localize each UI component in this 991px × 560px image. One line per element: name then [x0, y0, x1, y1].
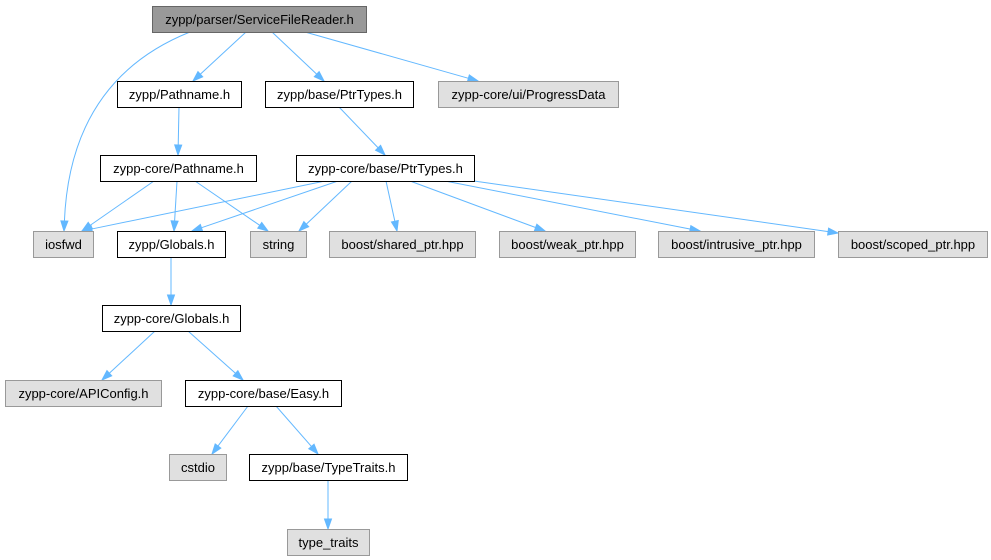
node-iosfwd: iosfwd — [33, 231, 94, 258]
node-box — [102, 305, 241, 332]
node-box — [296, 155, 475, 182]
node-label: zypp-core/base/PtrTypes.h — [308, 161, 463, 176]
node-box — [33, 231, 94, 258]
node-api-config: zypp-core/APIConfig.h — [5, 380, 162, 407]
node-label: zypp-core/APIConfig.h — [18, 386, 148, 401]
node-label: boost/shared_ptr.hpp — [341, 237, 463, 252]
node-label: zypp/Pathname.h — [129, 87, 230, 102]
node-label: zypp-core/Globals.h — [114, 311, 230, 326]
node-core-pathname[interactable]: zypp-core/Pathname.h — [100, 155, 257, 182]
edge-service_file_reader-to-iosfwd — [60, 31, 191, 233]
edge-easy-to-cstdio — [211, 405, 249, 456]
node-box — [100, 155, 257, 182]
node-label: iosfwd — [45, 237, 82, 252]
node-weak-ptr: boost/weak_ptr.hpp — [499, 231, 636, 258]
node-type-traits: type_traits — [287, 529, 370, 556]
node-core-globals[interactable]: zypp-core/Globals.h — [102, 305, 241, 332]
node-box — [5, 380, 162, 407]
edge-pathname-to-core_pathname — [174, 106, 183, 157]
node-label: zypp/Globals.h — [129, 237, 215, 252]
node-label: string — [263, 237, 295, 252]
edge-easy-to-type_traits_h — [275, 405, 319, 456]
node-label: zypp/base/TypeTraits.h — [262, 460, 396, 475]
node-service-file-reader[interactable]: zypp/parser/ServiceFileReader.h — [152, 6, 367, 33]
edge-service_file_reader-to-pathname — [191, 31, 247, 83]
node-box — [658, 231, 815, 258]
node-label: boost/weak_ptr.hpp — [511, 237, 624, 252]
edge-core_ptr_types-to-globals — [190, 180, 339, 232]
edge-globals-to-core_globals — [166, 257, 176, 307]
node-intrusive-ptr: boost/intrusive_ptr.hpp — [658, 231, 815, 258]
node-box — [249, 454, 408, 481]
node-box — [185, 380, 342, 407]
edge-core_ptr_types-to-intrusive_ptr — [444, 180, 702, 234]
node-label: boost/intrusive_ptr.hpp — [671, 237, 802, 252]
edge-core_pathname-to-string — [194, 180, 270, 232]
nodes-layer: zypp/parser/ServiceFileReader.h iosfwd zyp… — [5, 6, 988, 556]
node-progress-data: zypp-core/ui/ProgressData — [438, 81, 619, 108]
node-label: zypp/base/PtrTypes.h — [277, 87, 402, 102]
node-label: cstdio — [181, 460, 215, 475]
node-type-traits-h[interactable]: zypp/base/TypeTraits.h — [249, 454, 408, 481]
node-label: boost/scoped_ptr.hpp — [851, 237, 975, 252]
node-core-ptr-types[interactable]: zypp-core/base/PtrTypes.h — [296, 155, 475, 182]
edge-core_ptr_types-to-string — [297, 180, 353, 233]
edge-core_globals-to-easy — [187, 330, 245, 382]
node-cstdio: cstdio — [169, 454, 227, 481]
node-box — [117, 231, 226, 258]
node-box — [152, 6, 367, 33]
node-shared-ptr: boost/shared_ptr.hpp — [329, 231, 476, 258]
edge-type_traits_h-to-type_traits — [323, 480, 333, 531]
node-string: string — [250, 231, 307, 258]
node-ptr-types[interactable]: zypp/base/PtrTypes.h — [265, 81, 414, 108]
node-label: zypp-core/Pathname.h — [113, 161, 244, 176]
node-label: zypp/parser/ServiceFileReader.h — [165, 12, 354, 27]
node-pathname[interactable]: zypp/Pathname.h — [117, 81, 242, 108]
edge-service_file_reader-to-ptr_types — [271, 31, 326, 83]
node-box — [499, 231, 636, 258]
node-box — [117, 81, 242, 108]
edge-ptr_types-to-core_ptr_types — [338, 106, 387, 157]
node-label: zypp-core/base/Easy.h — [198, 386, 329, 401]
node-scoped-ptr: boost/scoped_ptr.hpp — [838, 231, 988, 258]
node-box — [250, 231, 307, 258]
edges-layer — [60, 31, 840, 531]
edge-core_pathname-to-globals — [170, 180, 179, 233]
edge-core_globals-to-api_config — [100, 330, 156, 382]
node-box — [265, 81, 414, 108]
node-box — [329, 231, 476, 258]
node-box — [438, 81, 619, 108]
edge-core_ptr_types-to-iosfwd — [80, 180, 326, 234]
node-label: type_traits — [299, 535, 359, 550]
node-box — [169, 454, 227, 481]
edge-core_ptr_types-to-scoped_ptr — [473, 180, 840, 236]
node-box — [838, 231, 988, 258]
edge-service_file_reader-to-progress_data — [304, 31, 480, 83]
node-label: zypp-core/ui/ProgressData — [452, 87, 607, 102]
node-easy[interactable]: zypp-core/base/Easy.h — [185, 380, 342, 407]
node-box — [287, 529, 370, 556]
edge-core_ptr_types-to-weak_ptr — [409, 180, 547, 232]
node-globals[interactable]: zypp/Globals.h — [117, 231, 226, 258]
edge-core_ptr_types-to-shared_ptr — [385, 180, 399, 233]
